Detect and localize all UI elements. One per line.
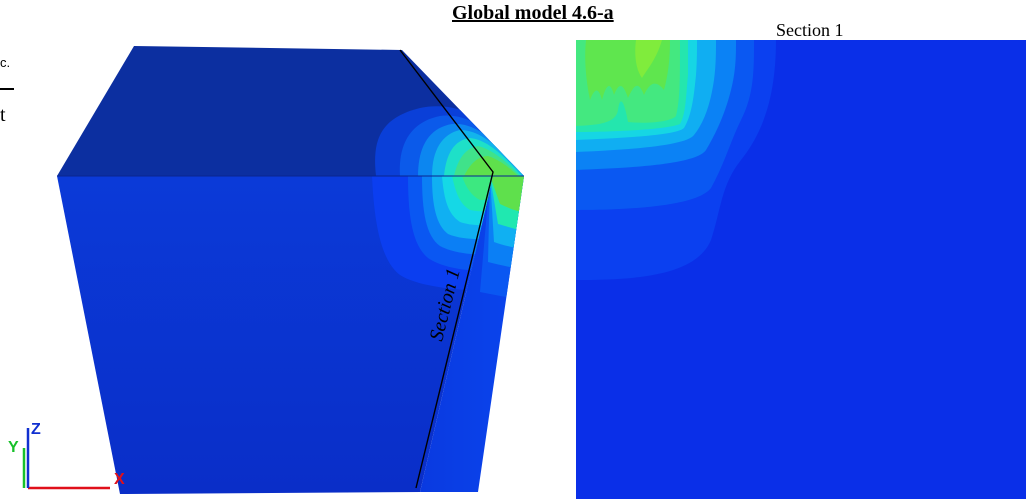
section-contours	[576, 40, 776, 280]
cube-front-face	[57, 176, 493, 494]
section-cut-line	[399, 49, 494, 489]
section-view-title: Section 1	[776, 20, 844, 40]
cropped-label-top: c.	[0, 55, 11, 70]
cropped-label-bottom: t	[0, 104, 6, 126]
section-1-view	[576, 40, 1026, 499]
axis-triad: X Z Y	[8, 421, 125, 490]
axis-y-label: Y	[8, 439, 19, 456]
axis-z-label: Z	[31, 421, 41, 438]
figure-title: Global model 4.6-a	[452, 2, 614, 24]
axis-x-label: X	[114, 471, 125, 488]
top-face-contours	[375, 106, 524, 176]
cropped-divider	[0, 88, 14, 90]
cube-3d-view: Section 1 X Z Y	[8, 46, 524, 494]
